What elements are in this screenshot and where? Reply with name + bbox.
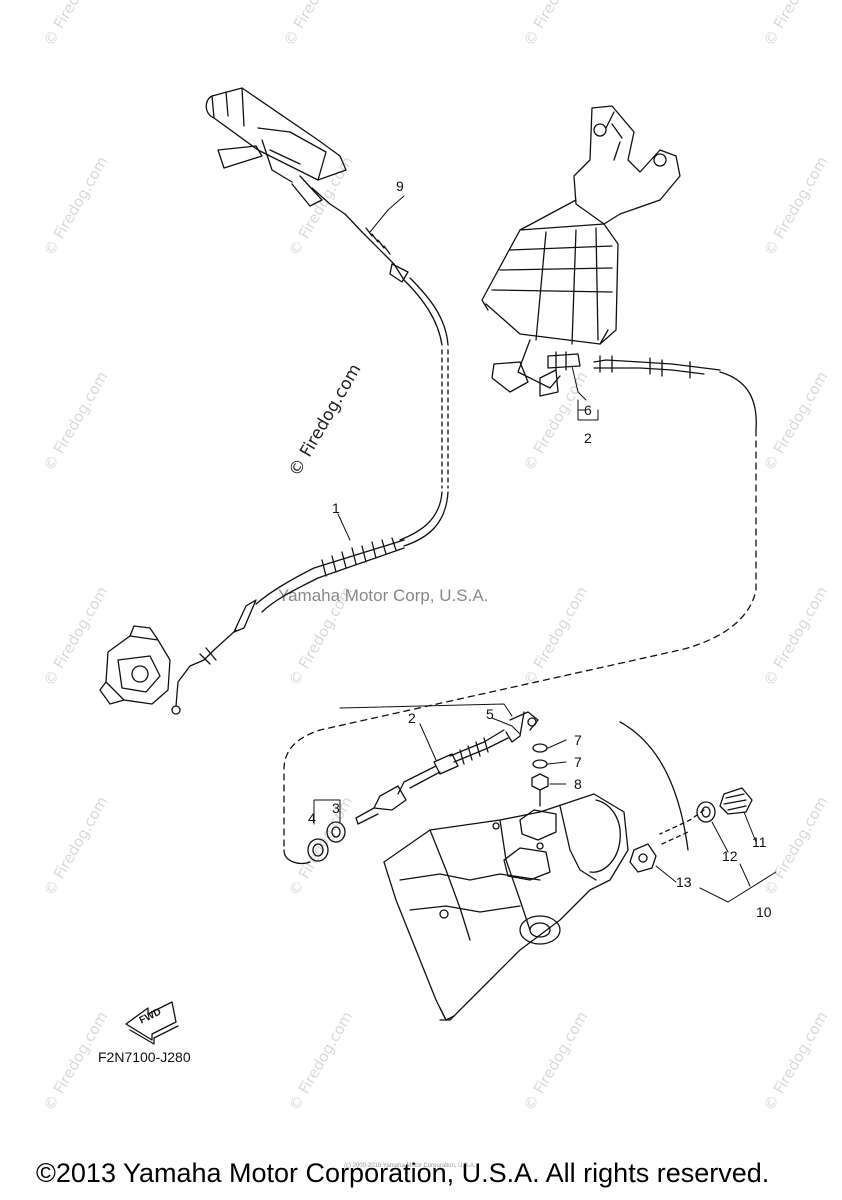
steering-column (481, 105, 681, 397)
steering-cable-upper (283, 351, 757, 865)
handlebar-assembly (205, 87, 347, 207)
jet-pump-housing (383, 793, 629, 1021)
callout-1: 1 (332, 500, 340, 516)
callout-13: 13 (676, 874, 692, 890)
steering-cable-lower (307, 711, 549, 862)
callout-5: 5 (486, 706, 494, 722)
callout-4: 4 (308, 810, 316, 826)
callout-8: 8 (574, 776, 582, 792)
watermark-center: Yamaha Motor Corp, U.S.A. (278, 586, 489, 605)
callout-6: 6 (584, 402, 592, 418)
throttle-body (99, 625, 171, 705)
copyright-notice: ©2013 Yamaha Motor Corporation, U.S.A. A… (36, 1158, 770, 1188)
fwd-arrow-icon (125, 1001, 179, 1045)
callout-9: 9 (396, 178, 404, 194)
callout-12: 12 (722, 848, 738, 864)
throttle-cable (171, 187, 449, 715)
callout-11: 11 (752, 834, 767, 850)
callout-10: 10 (756, 904, 772, 920)
diagram-code: F2N7100-J280 (98, 1049, 191, 1065)
fine-print: (c) 2000-2016 Yamaha Motor Corporation, … (344, 1163, 476, 1169)
callout-2-lower: 2 (408, 710, 416, 726)
hull-hardware (619, 721, 753, 873)
callout-7a: 7 (574, 732, 582, 748)
callout-7b: 7 (574, 754, 582, 770)
callout-3: 3 (332, 800, 340, 816)
leader-lines (313, 195, 777, 903)
callout-2-upper: 2 (584, 430, 592, 446)
